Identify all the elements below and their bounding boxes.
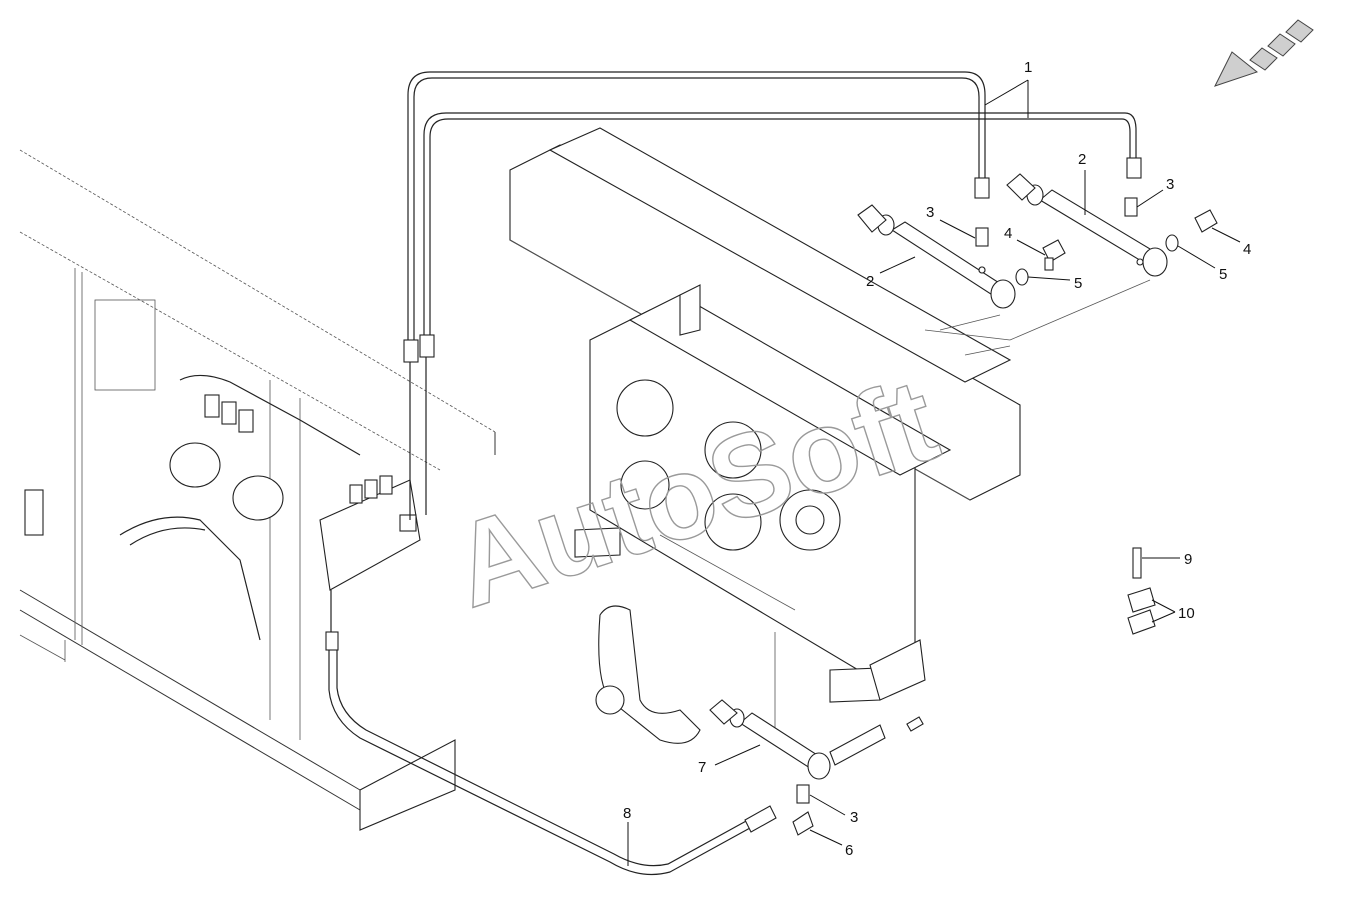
callout-3-upper-left: 3 (926, 204, 934, 221)
callout-10: 10 (1178, 605, 1195, 622)
hydraulic-pipes (403, 71, 1142, 520)
callout-3-lower: 3 (850, 809, 858, 826)
hose-8 (325, 590, 777, 876)
callout-5-left: 5 (1074, 275, 1082, 292)
callout-4-right: 4 (1243, 241, 1251, 258)
cylinder-2-right (939, 173, 1168, 341)
direction-arrow-icon (1214, 19, 1314, 87)
callout-9: 9 (1184, 551, 1192, 568)
callout-8: 8 (623, 805, 631, 822)
callout-2-right: 2 (1078, 151, 1086, 168)
callout-5-right: 5 (1219, 266, 1227, 283)
callout-6: 6 (845, 842, 853, 859)
callout-3-upper-right: 3 (1166, 176, 1174, 193)
callout-4-left: 4 (1004, 225, 1012, 242)
fittings (975, 197, 1218, 286)
bracket-9-10 (1127, 547, 1156, 635)
callout-1: 1 (1024, 59, 1032, 76)
cylinder-2-left (857, 204, 1016, 309)
carriage-assembly (509, 127, 1021, 766)
leader-lines (627, 79, 1241, 866)
callout-7: 7 (698, 759, 706, 776)
cylinder-7 (709, 699, 831, 836)
callout-2-left: 2 (866, 273, 874, 290)
machine-frame (19, 149, 496, 831)
